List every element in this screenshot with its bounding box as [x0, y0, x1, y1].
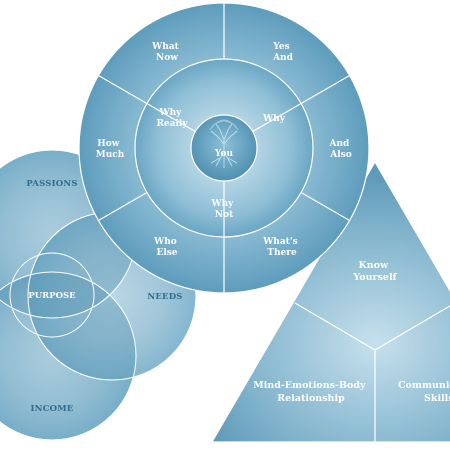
wheel-label-why-not: Why Not	[210, 199, 236, 220]
wheel-inner-divider	[146, 102, 196, 133]
venn-label-income: INCOME	[30, 404, 73, 414]
wheel-center-label: You	[214, 149, 234, 159]
triangle-label-mind-emotions-body: Mind-Emotions-Body Relationship	[253, 380, 369, 404]
wheel-label-what-now: What Now	[151, 42, 182, 63]
venn-purpose-ring	[9, 252, 95, 338]
wheel-label-who-else: Who Else	[153, 237, 180, 258]
venn-label-needs: NEEDS	[147, 292, 182, 302]
wheel-label-whats-there: What's There	[262, 237, 301, 258]
wheel-label-why: Why	[262, 114, 286, 124]
wheel-dividers	[98, 3, 350, 293]
wheel-label-yes-and: Yes And	[272, 42, 294, 63]
venn-label-purpose: PURPOSE	[28, 291, 76, 301]
wheel-outer-divider	[300, 191, 350, 222]
wheel-inner-divider	[252, 102, 302, 133]
triangle-diagram: Know Yourself Mind-Emotions-Body Relatio…	[210, 160, 450, 443]
wheel-label-why-really: Why Really	[156, 108, 188, 129]
triangle-label-communication-skills: Communic Skills	[398, 380, 450, 404]
wheel-label-and-also: And Also	[329, 139, 353, 160]
question-wheel: You What Now Yes And And Also What's The…	[78, 2, 370, 294]
wheel-label-how-much: How Much	[96, 139, 125, 160]
wheel-outer-divider	[98, 191, 148, 222]
wheel-outer-divider	[300, 74, 350, 105]
triangle-label-know-yourself: Know Yourself	[352, 260, 397, 283]
tree-icon	[209, 119, 239, 168]
venn-label-passions: PASSIONS	[26, 179, 77, 189]
wheel-outer-divider	[98, 74, 148, 105]
